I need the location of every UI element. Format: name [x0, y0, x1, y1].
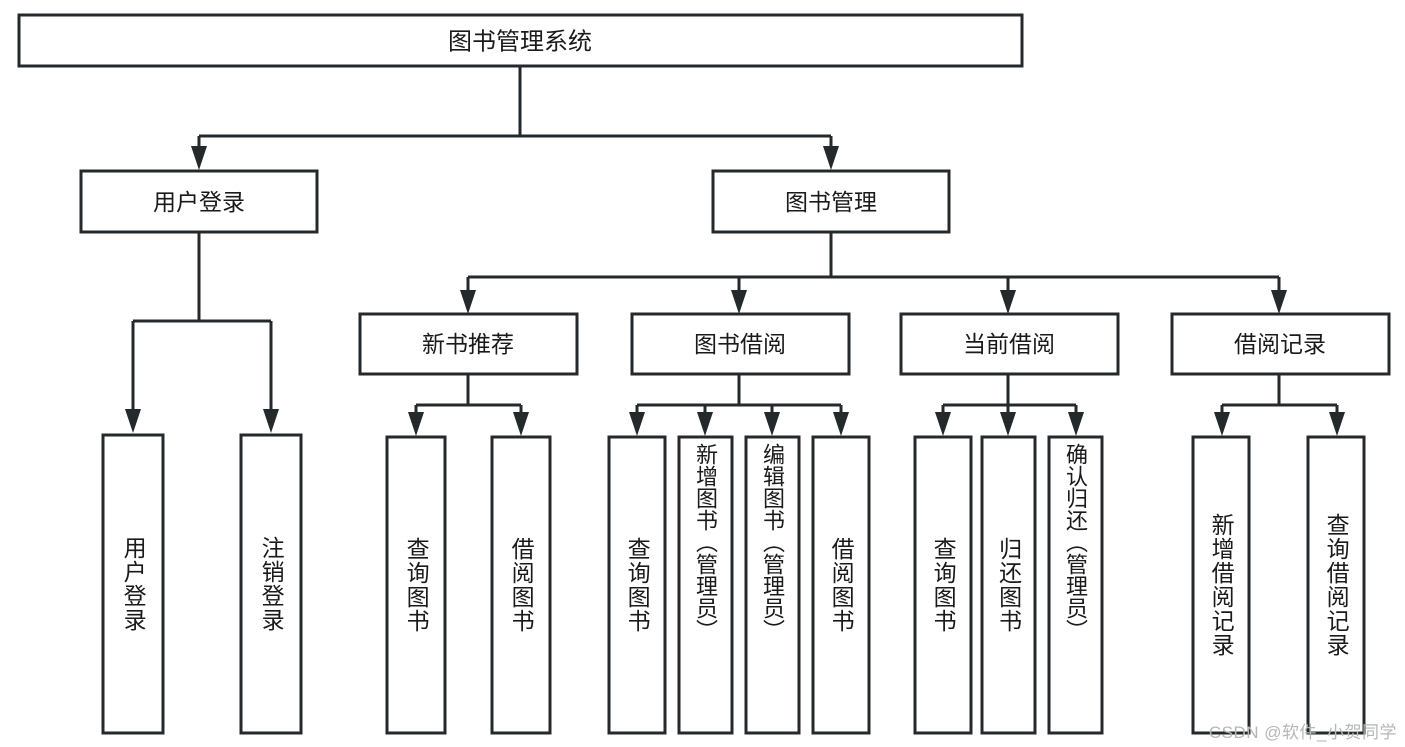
connector-newbook-to-leaves [408, 374, 529, 436]
leaf-bookborrow-query[interactable] [607, 435, 667, 735]
leaf-currentborrow-query[interactable] [913, 435, 973, 735]
node-borrow-record-label: 借阅记录 [1234, 331, 1326, 357]
node-user-login[interactable] [79, 169, 319, 234]
connector-bookmgmt-to-level3 [460, 232, 1287, 314]
leaf-user-login-login[interactable] [101, 433, 165, 735]
node-root[interactable] [17, 13, 1024, 68]
node-current-borrow[interactable] [899, 312, 1120, 376]
connector-bookborrow-to-leaves [629, 374, 849, 436]
leaf-bookborrow-borrow[interactable] [811, 435, 871, 735]
node-new-book-recommend-label: 新书推荐 [422, 331, 514, 357]
node-book-management-label: 图书管理 [785, 189, 877, 215]
leaf-newbook-query[interactable] [385, 435, 447, 735]
node-user-login-label: 用户登录 [153, 189, 245, 215]
leaf-bookborrow-edit[interactable] [744, 435, 801, 735]
leaf-user-login-logout[interactable] [239, 433, 303, 735]
leaf-currentborrow-return[interactable] [980, 435, 1037, 735]
watermark: CSDN @软件_小贺同学 [1208, 723, 1397, 742]
node-book-borrow-label: 图书借阅 [694, 331, 786, 357]
leaf-currentborrow-confirm[interactable] [1047, 435, 1104, 735]
node-root-label: 图书管理系统 [448, 29, 592, 56]
connector-userlogin-to-leaves [125, 232, 279, 433]
leaf-bookborrow-add[interactable] [677, 435, 734, 735]
node-new-book-recommend[interactable] [358, 312, 579, 376]
leaf-borrowrecord-query[interactable] [1306, 435, 1366, 735]
connector-currentborrow-to-leaves [935, 374, 1084, 436]
node-borrow-record[interactable] [1170, 312, 1391, 376]
connector-root-to-level2 [191, 66, 839, 170]
connector-borrowrecord-to-leaves [1214, 374, 1345, 436]
leaf-newbook-borrow[interactable] [490, 435, 552, 735]
leaf-borrowrecord-add[interactable] [1191, 435, 1251, 735]
node-book-borrow[interactable] [630, 312, 851, 376]
node-book-management[interactable] [711, 169, 951, 234]
node-current-borrow-label: 当前借阅 [963, 331, 1055, 357]
